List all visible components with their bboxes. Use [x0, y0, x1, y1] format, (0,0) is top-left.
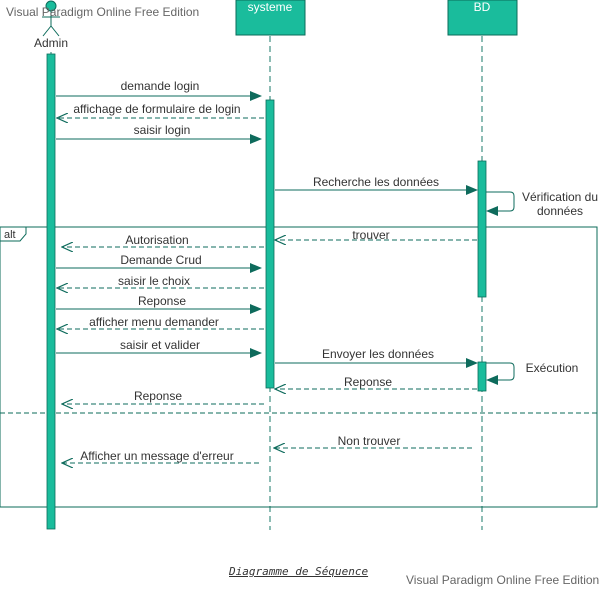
watermark-bottom: Visual Paradigm Online Free Edition	[406, 573, 600, 587]
message-12: saisir et valider	[56, 338, 262, 358]
svg-text:Non trouver: Non trouver	[338, 434, 401, 448]
svg-text:Reponse: Reponse	[134, 389, 182, 403]
message-16: Reponse	[62, 389, 264, 404]
diagram-caption: Diagramme de Séquence	[229, 565, 369, 578]
svg-text:affichage de formulaire de log: affichage de formulaire de login	[73, 102, 240, 116]
message-2: affichage de formulaire de login	[57, 102, 264, 118]
svg-text:afficher menu demander: afficher menu demander	[89, 315, 219, 329]
svg-text:saisir le choix: saisir le choix	[118, 274, 190, 288]
svg-text:Vérification du: Vérification du	[522, 190, 598, 204]
watermark-top: Visual Paradigm Online Free Edition	[6, 5, 200, 19]
participant-systeme: systeme	[235, 0, 306, 36]
message-10: Reponse	[56, 294, 262, 314]
svg-text:trouver: trouver	[352, 228, 389, 242]
alt-operator-label: alt	[4, 229, 16, 241]
svg-text:Exécution: Exécution	[526, 361, 579, 375]
activation-admin	[46, 53, 56, 530]
message-17: Non trouver	[274, 434, 472, 448]
svg-text:Reponse: Reponse	[138, 294, 186, 308]
alt-fragment: alt	[0, 226, 598, 508]
message-14-self: Exécution	[486, 361, 579, 385]
svg-text:Envoyer les données: Envoyer les données	[322, 347, 434, 361]
message-6: trouver	[275, 228, 477, 242]
svg-text:Demande Crud: Demande Crud	[120, 253, 201, 267]
svg-text:saisir login: saisir login	[134, 123, 191, 137]
message-5-self: Vérification du données	[486, 190, 598, 218]
message-4: Recherche les données	[275, 175, 478, 195]
svg-text:Recherche les données: Recherche les données	[313, 175, 439, 189]
participant-bd: BD	[447, 0, 518, 36]
svg-text:saisir et valider: saisir et valider	[120, 338, 200, 352]
message-8: Demande Crud	[56, 253, 262, 273]
message-18: Afficher un message d'erreur	[62, 449, 259, 463]
svg-text:Reponse: Reponse	[344, 375, 392, 389]
activation-bd	[477, 160, 487, 298]
message-13: Envoyer les données	[275, 347, 478, 368]
message-3: saisir login	[56, 123, 262, 144]
actor-admin-icon	[42, 0, 60, 37]
participant-systeme-label: systeme	[248, 0, 293, 14]
message-1: demande login	[56, 79, 262, 101]
message-15: Reponse	[275, 375, 477, 389]
message-11: afficher menu demander	[57, 315, 264, 329]
message-9: saisir le choix	[57, 274, 264, 288]
svg-text:demande login: demande login	[121, 79, 200, 93]
message-7: Autorisation	[62, 233, 264, 247]
activation-bd-2	[477, 361, 487, 392]
actor-admin-label: Admin	[34, 36, 68, 50]
activation-systeme	[265, 99, 275, 389]
svg-text:Afficher un message d'erreur: Afficher un message d'erreur	[80, 449, 233, 463]
svg-text:Autorisation: Autorisation	[125, 233, 188, 247]
svg-text:données: données	[537, 204, 583, 218]
participant-bd-label: BD	[474, 0, 491, 14]
